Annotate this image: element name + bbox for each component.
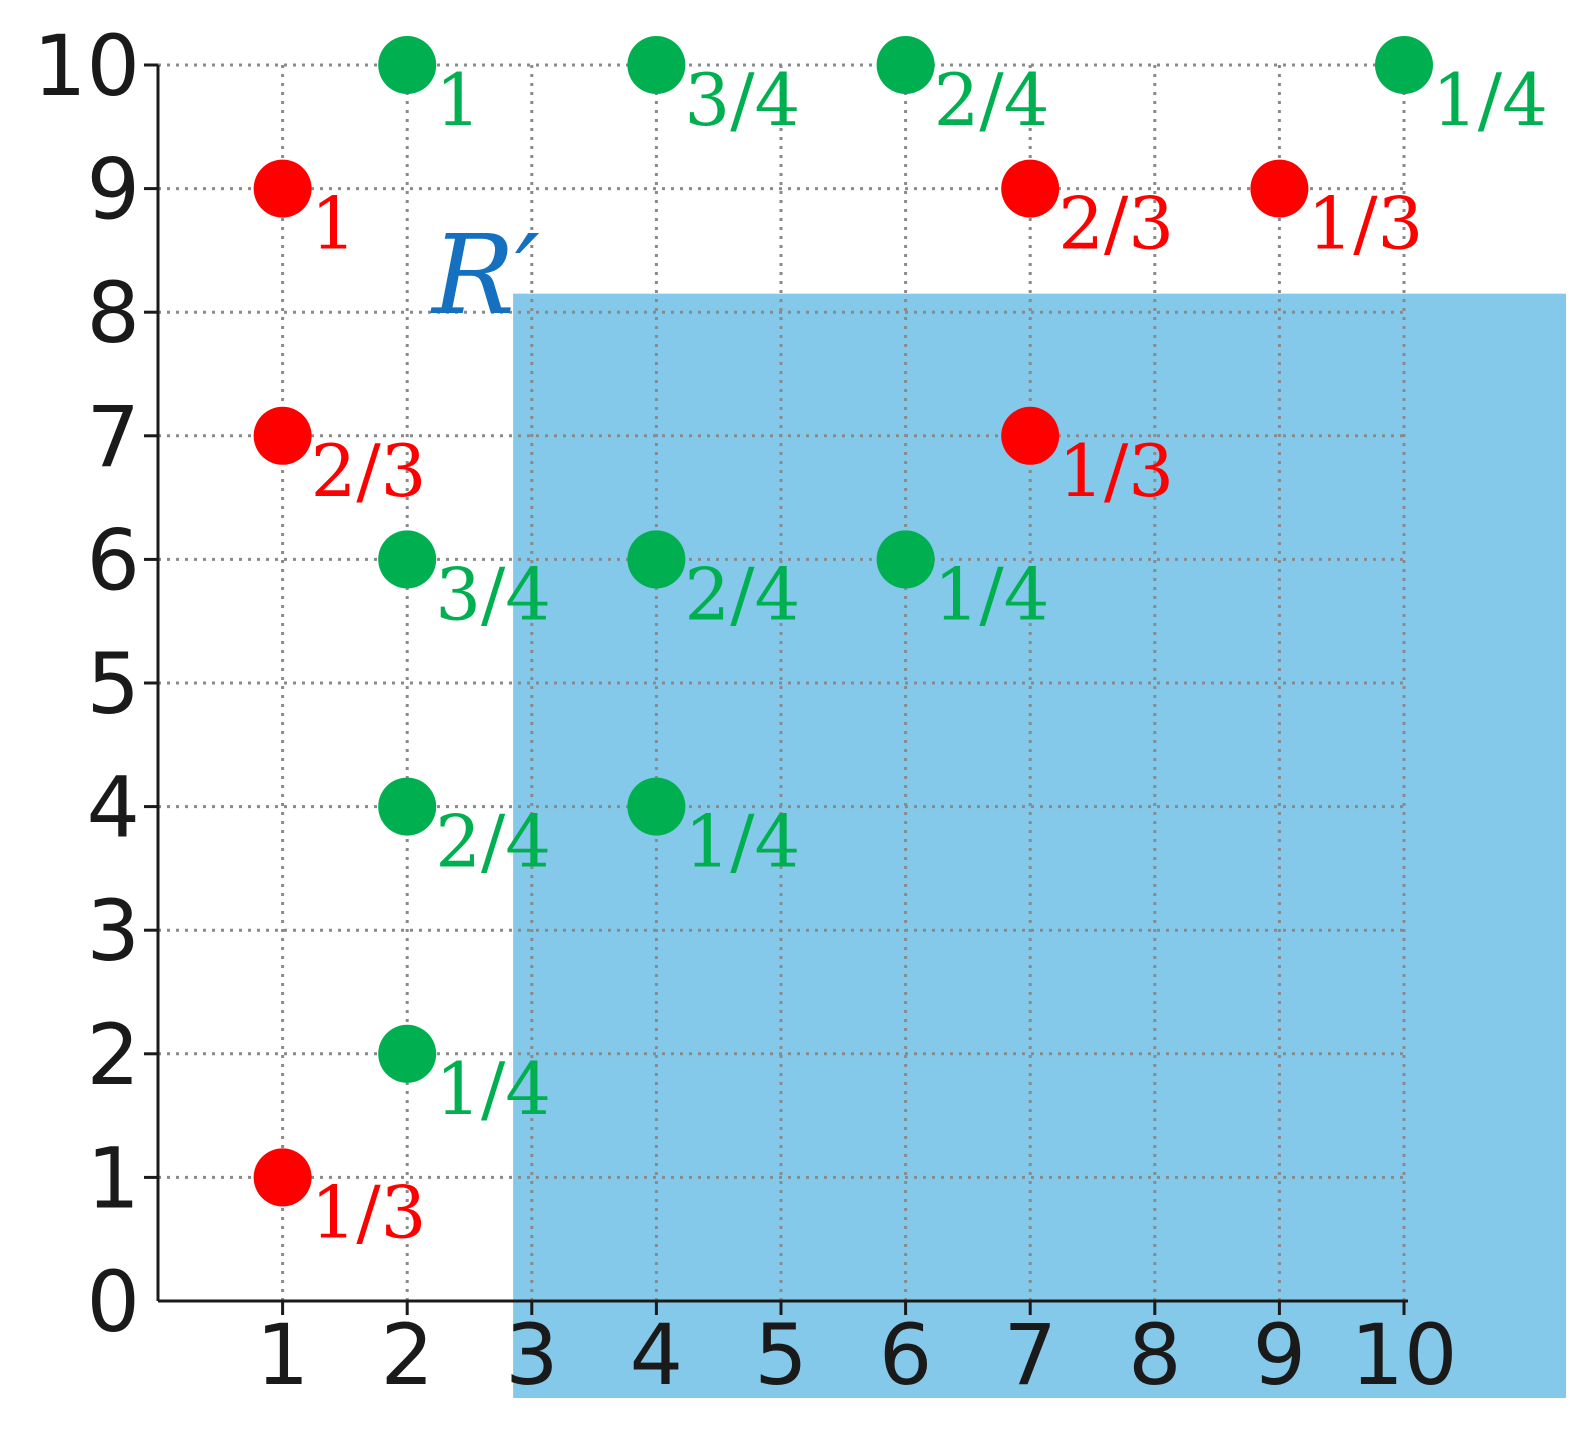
x-tick-label: 8 xyxy=(1128,1306,1181,1404)
point-label: 1 xyxy=(435,58,481,142)
point-label: 2/4 xyxy=(435,800,551,884)
x-tick-label: 2 xyxy=(380,1306,433,1404)
scatter-point xyxy=(378,777,437,836)
scatter-point xyxy=(378,530,437,589)
x-tick-label: 10 xyxy=(1351,1306,1458,1404)
scatter-point xyxy=(1250,159,1309,218)
region-rect xyxy=(513,293,1566,1398)
point-label: 1 xyxy=(311,182,357,266)
scatter-point xyxy=(1375,36,1433,94)
x-tick-label: 3 xyxy=(505,1306,558,1404)
point-label: 3/4 xyxy=(684,58,800,142)
y-tick-label: 10 xyxy=(33,17,140,115)
point-label: 3/4 xyxy=(435,552,551,636)
point-label: 2/4 xyxy=(684,552,800,636)
x-tick-label: 5 xyxy=(754,1306,807,1404)
y-tick-label: 6 xyxy=(87,511,140,609)
point-label: 1/4 xyxy=(435,1047,551,1131)
region-label: R′ xyxy=(430,211,540,339)
label-layer: R′ 1 2/3 1/3 2/3 1/3 1/3 1 3/4 2/4 1/4 3/4 2/4 1/4 2/4… xyxy=(311,58,1548,1254)
region-layer xyxy=(513,293,1566,1398)
point-label: 1/3 xyxy=(1058,429,1174,513)
y-tick-label: 2 xyxy=(87,1006,140,1104)
y-tick-label: 7 xyxy=(87,388,140,486)
scatter-point xyxy=(627,36,686,94)
y-tick-label: 8 xyxy=(87,264,140,362)
x-tick-label: 4 xyxy=(630,1306,683,1404)
scatter-point xyxy=(253,406,312,465)
scatter-point xyxy=(253,159,312,218)
y-tick-label: 1 xyxy=(87,1129,140,1227)
x-tick-label: 1 xyxy=(256,1306,309,1404)
x-tick-label: 7 xyxy=(1003,1306,1056,1404)
scatter-point xyxy=(627,530,686,589)
grid-layer xyxy=(158,63,1406,1301)
y-tick-label: 9 xyxy=(87,141,140,239)
point-label: 1/4 xyxy=(934,552,1050,636)
point-label: 2/4 xyxy=(934,58,1050,142)
scatter-point xyxy=(378,1024,437,1083)
y-tick-label: 0 xyxy=(87,1253,140,1351)
point-label: 1/4 xyxy=(684,800,800,884)
point-label: 1/3 xyxy=(311,1170,427,1254)
point-label: 1/4 xyxy=(1432,58,1548,142)
scatter-point xyxy=(378,36,437,94)
y-tick-label: 5 xyxy=(87,635,140,733)
point-label: 2/3 xyxy=(311,429,427,513)
y-tick-label: 3 xyxy=(87,882,140,980)
point-label: 1/3 xyxy=(1307,182,1423,266)
scatter-point xyxy=(876,530,935,589)
x-tick-label: 9 xyxy=(1253,1306,1306,1404)
scatter-point xyxy=(876,36,935,94)
point-layer xyxy=(253,36,1433,1207)
scatter-point xyxy=(1001,406,1060,465)
y-tick-label: 4 xyxy=(87,759,140,857)
scatter-point xyxy=(253,1148,312,1207)
x-tick-label: 6 xyxy=(879,1306,932,1404)
scatter-point xyxy=(1001,159,1060,218)
point-label: 2/3 xyxy=(1058,182,1174,266)
scatter-point xyxy=(627,777,686,836)
